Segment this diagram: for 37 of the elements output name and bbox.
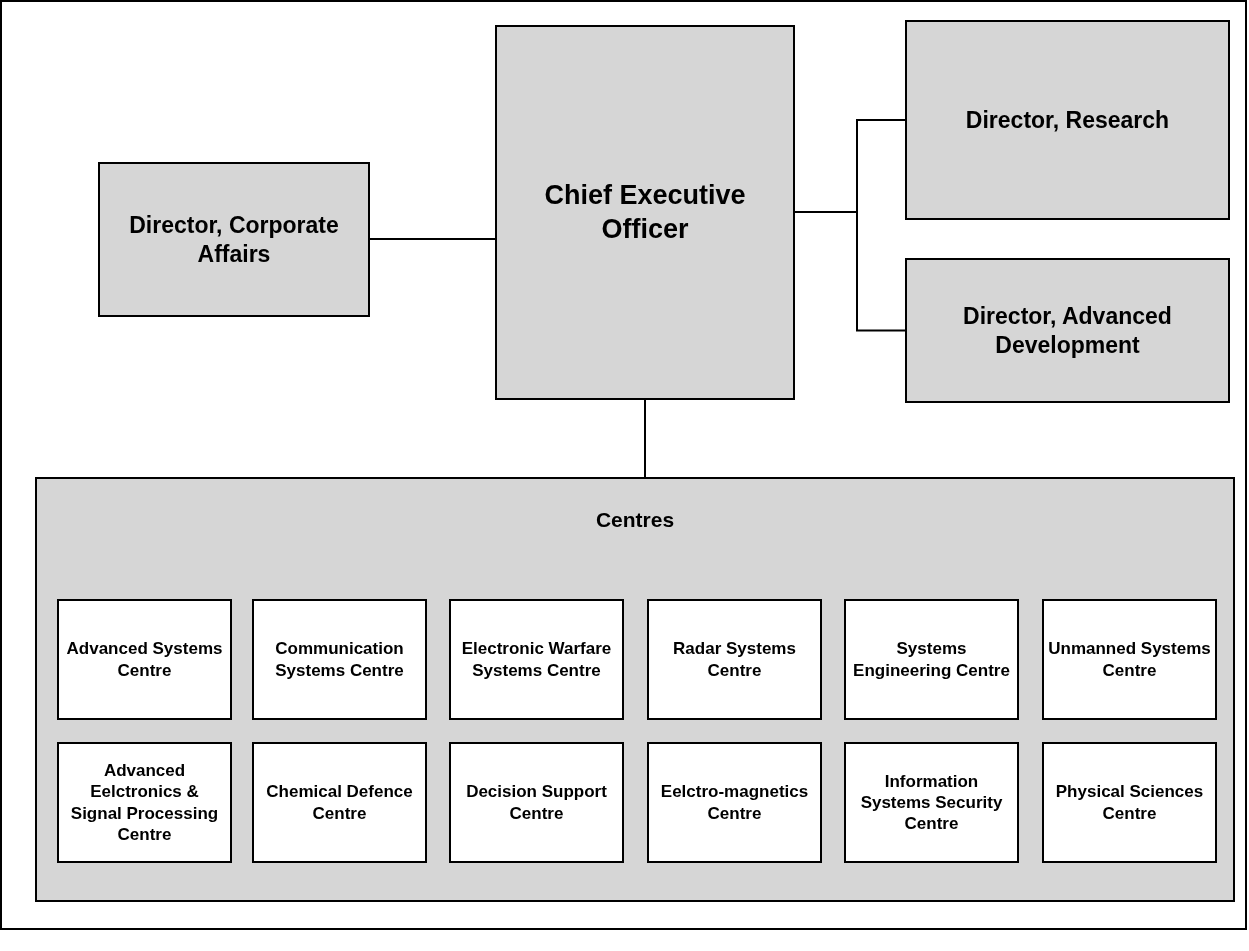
org-box	[844, 742, 1019, 863]
box-label: Physical Sciences Centre	[1054, 781, 1205, 824]
box-label: Radar Systems Centre	[672, 638, 797, 681]
org-box	[252, 742, 427, 863]
box-label: Chemical Defence Centre	[265, 781, 414, 824]
group-panel	[35, 477, 1235, 902]
connector-line	[369, 238, 496, 240]
org-box	[98, 162, 370, 317]
box-label: Systems Engineering Centre	[852, 638, 1011, 681]
org-box	[57, 599, 232, 720]
box-label: Decision Support Centre	[465, 781, 608, 824]
box-label: Communication Systems Centre	[274, 638, 405, 681]
org-box	[449, 742, 624, 863]
box-label: Director, Corporate Affairs	[128, 210, 340, 269]
org-box	[844, 599, 1019, 720]
connector-line	[794, 211, 906, 332]
group-title: Centres	[594, 507, 676, 533]
org-box	[252, 599, 427, 720]
box-label: Director, Advanced Development	[962, 301, 1173, 360]
box-label: Advanced Eelctronics & Signal Processing Centre	[69, 760, 220, 845]
org-box	[647, 742, 822, 863]
org-box	[1042, 742, 1217, 863]
box-label: Electronic Warfare Systems Centre	[460, 638, 613, 681]
org-box	[905, 20, 1230, 220]
box-label: Eelctro-magnetics Centre	[659, 781, 810, 824]
org-box	[1042, 599, 1217, 720]
org-box	[647, 599, 822, 720]
org-box	[449, 599, 624, 720]
box-label: Information Systems Security Centre	[859, 770, 1004, 835]
connector-line	[644, 399, 646, 478]
box-label: Chief Executive Officer	[543, 178, 747, 246]
box-label: Director, Research	[965, 105, 1170, 135]
box-label: Advanced Systems Centre	[65, 638, 224, 681]
org-box	[57, 742, 232, 863]
org-box	[905, 258, 1230, 403]
org-box	[495, 25, 795, 400]
box-label: Unmanned Systems Centre	[1048, 638, 1211, 681]
